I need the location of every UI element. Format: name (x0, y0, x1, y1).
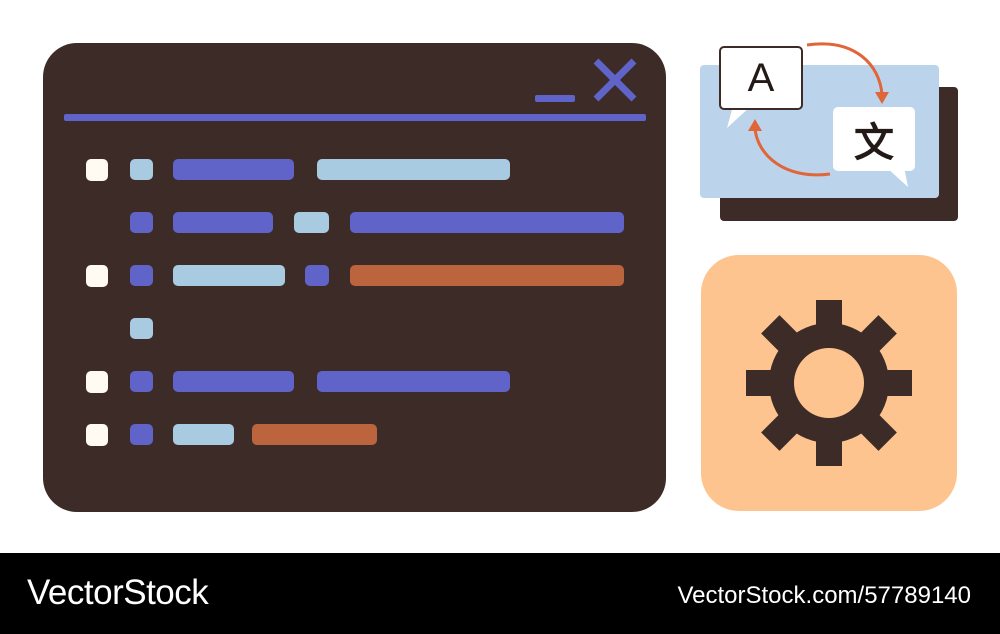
line-checkbox[interactable] (86, 424, 108, 446)
minimize-button[interactable] (535, 95, 575, 102)
code-token (173, 212, 273, 233)
gear-icon (746, 300, 912, 466)
code-token (350, 265, 624, 286)
watermark-brand: VectorStock (27, 573, 209, 612)
code-token (130, 212, 153, 233)
code-token (173, 265, 285, 286)
code-token (305, 265, 329, 286)
code-token (350, 212, 624, 233)
close-icon[interactable] (592, 57, 638, 103)
line-checkbox[interactable] (86, 265, 108, 287)
code-token (130, 265, 153, 286)
code-token (317, 371, 510, 392)
code-token (173, 159, 294, 180)
line-checkbox[interactable] (86, 159, 108, 181)
bubble-tail (886, 167, 908, 187)
source-language-bubble: A (719, 46, 803, 110)
swap-arrows-icon (748, 42, 889, 177)
target-language-bubble: 文 (833, 107, 915, 171)
code-token (173, 424, 234, 445)
watermark-url: VectorStock.com/57789140 (677, 582, 971, 609)
code-token (130, 424, 153, 445)
code-token (294, 212, 329, 233)
bubble-tail (727, 106, 751, 128)
code-token (130, 318, 153, 339)
watermark-bar: VectorStock VectorStock.com/57789140 (0, 553, 1000, 634)
title-bar-divider (64, 114, 646, 121)
code-token (130, 371, 153, 392)
code-token (173, 371, 294, 392)
code-token (252, 424, 377, 445)
code-token (317, 159, 510, 180)
line-checkbox[interactable] (86, 371, 108, 393)
code-token (130, 159, 153, 180)
